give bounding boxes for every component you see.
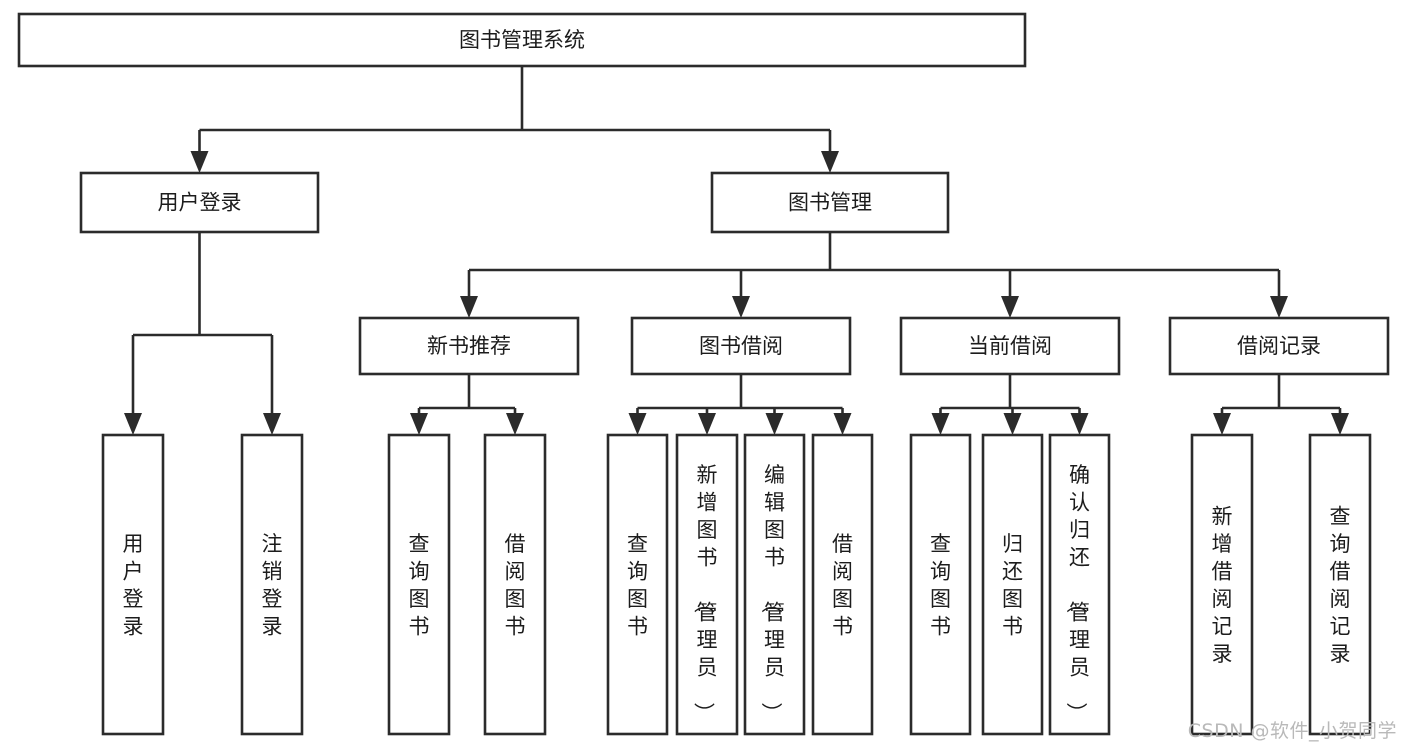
node-box-root[interactable] bbox=[17, 12, 1027, 68]
node-box-book-manage[interactable] bbox=[710, 171, 950, 234]
node-box-current-borrow[interactable] bbox=[899, 316, 1121, 376]
connector-layer bbox=[124, 66, 1349, 435]
arrow-head-leaf_borrow_book_1 bbox=[506, 413, 524, 435]
node-layer: 图书管理系统用户登录图书管理新书推荐图书借阅当前借阅借阅记录用户登录注销登录查询… bbox=[17, 12, 1390, 736]
arrow-head-current_borrow bbox=[1001, 296, 1019, 318]
arrow-head-leaf_query_record bbox=[1331, 413, 1349, 435]
node-box-borrow-record[interactable] bbox=[1168, 316, 1390, 376]
node-box-leaf-add-record[interactable] bbox=[1190, 433, 1254, 736]
node-borrow-record[interactable]: 借阅记录 bbox=[1168, 316, 1390, 376]
arrow-head-leaf_logout bbox=[263, 413, 281, 435]
node-leaf-confirm-return[interactable]: 确认归还（管理员） bbox=[1048, 433, 1111, 736]
node-leaf-borrow-book-1[interactable]: 借阅图书 bbox=[483, 433, 547, 736]
node-label-leaf-borrow-book-1: 借阅图书 bbox=[505, 532, 526, 639]
node-box-leaf-confirm-return[interactable] bbox=[1048, 433, 1111, 736]
node-box-leaf-borrow-book-1[interactable] bbox=[483, 433, 547, 736]
node-label-leaf-query-book-3: 查询图书 bbox=[930, 532, 951, 639]
node-leaf-add-book[interactable]: 新增图书（管理员） bbox=[675, 433, 739, 736]
arrow-head-leaf_query_book_2 bbox=[628, 413, 647, 435]
node-label-leaf-logout: 注销登录 bbox=[262, 532, 283, 639]
node-leaf-query-book-1[interactable]: 查询图书 bbox=[387, 433, 451, 736]
node-label-leaf-add-record: 新增借阅记录 bbox=[1212, 504, 1233, 666]
node-box-leaf-return-book[interactable] bbox=[981, 433, 1044, 736]
arrow-head-leaf_borrow_book_2 bbox=[833, 413, 852, 435]
node-new-book-rec[interactable]: 新书推荐 bbox=[358, 316, 580, 376]
node-box-leaf-edit-book[interactable] bbox=[743, 433, 806, 736]
node-label-leaf-return-book: 归还图书 bbox=[1002, 532, 1023, 639]
node-box-leaf-query-book-3[interactable] bbox=[909, 433, 972, 736]
node-user-login[interactable]: 用户登录 bbox=[79, 171, 320, 234]
node-label-current-borrow: 当前借阅 bbox=[968, 334, 1052, 358]
node-label-root: 图书管理系统 bbox=[459, 28, 585, 52]
node-label-leaf-query-book-1: 查询图书 bbox=[409, 532, 430, 639]
node-box-leaf-logout[interactable] bbox=[240, 433, 304, 736]
node-label-leaf-user-login: 用户登录 bbox=[123, 532, 144, 639]
node-leaf-logout[interactable]: 注销登录 bbox=[240, 433, 304, 736]
node-book-manage[interactable]: 图书管理 bbox=[710, 171, 950, 234]
arrow-head-leaf_confirm_return bbox=[1070, 413, 1089, 435]
node-leaf-query-book-2[interactable]: 查询图书 bbox=[606, 433, 669, 736]
node-box-book-borrow[interactable] bbox=[630, 316, 852, 376]
node-leaf-edit-book[interactable]: 编辑图书（管理员） bbox=[743, 433, 806, 736]
node-label-leaf-borrow-book-2: 借阅图书 bbox=[832, 532, 853, 639]
node-leaf-query-record[interactable]: 查询借阅记录 bbox=[1308, 433, 1372, 736]
node-label-leaf-add-book: 新增图书（管理员） bbox=[692, 463, 718, 723]
arrow-head-leaf_query_book_1 bbox=[410, 413, 428, 435]
node-leaf-return-book[interactable]: 归还图书 bbox=[981, 433, 1044, 736]
node-current-borrow[interactable]: 当前借阅 bbox=[899, 316, 1121, 376]
node-box-new-book-rec[interactable] bbox=[358, 316, 580, 376]
node-label-leaf-edit-book: 编辑图书（管理员） bbox=[759, 463, 785, 723]
node-root[interactable]: 图书管理系统 bbox=[17, 12, 1027, 68]
node-leaf-query-book-3[interactable]: 查询图书 bbox=[909, 433, 972, 736]
arrow-head-new_book_rec bbox=[460, 296, 478, 318]
arrow-head-borrow_record bbox=[1270, 296, 1288, 318]
arrow-head-user_login bbox=[190, 151, 209, 173]
node-box-leaf-query-book-1[interactable] bbox=[387, 433, 451, 736]
arrow-head-book_borrow bbox=[732, 296, 750, 318]
node-box-user-login[interactable] bbox=[79, 171, 320, 234]
node-leaf-add-record[interactable]: 新增借阅记录 bbox=[1190, 433, 1254, 736]
node-box-leaf-user-login[interactable] bbox=[101, 433, 165, 736]
node-book-borrow[interactable]: 图书借阅 bbox=[630, 316, 852, 376]
node-leaf-user-login[interactable]: 用户登录 bbox=[101, 433, 165, 736]
node-label-book-manage: 图书管理 bbox=[788, 191, 872, 215]
arrow-head-book_manage bbox=[821, 151, 839, 173]
node-label-leaf-confirm-return: 确认归还（管理员） bbox=[1064, 463, 1090, 723]
node-leaf-borrow-book-2[interactable]: 借阅图书 bbox=[811, 433, 874, 736]
arrow-head-leaf_return_book bbox=[1003, 413, 1022, 435]
node-box-leaf-add-book[interactable] bbox=[675, 433, 739, 736]
arrow-head-leaf_edit_book bbox=[765, 413, 784, 435]
node-label-new-book-rec: 新书推荐 bbox=[427, 334, 511, 358]
node-box-leaf-borrow-book-2[interactable] bbox=[811, 433, 874, 736]
node-label-borrow-record: 借阅记录 bbox=[1237, 334, 1321, 358]
node-label-leaf-query-book-2: 查询图书 bbox=[627, 532, 648, 639]
arrow-head-leaf_user_login bbox=[124, 413, 142, 435]
node-label-user-login: 用户登录 bbox=[158, 191, 242, 215]
node-label-leaf-query-record: 查询借阅记录 bbox=[1330, 504, 1351, 666]
node-box-leaf-query-record[interactable] bbox=[1308, 433, 1372, 736]
node-box-leaf-query-book-2[interactable] bbox=[606, 433, 669, 736]
arrow-head-leaf_add_record bbox=[1213, 413, 1231, 435]
arrow-head-leaf_query_book_3 bbox=[931, 413, 950, 435]
node-label-book-borrow: 图书借阅 bbox=[699, 334, 783, 358]
arrow-head-leaf_add_book bbox=[698, 413, 716, 435]
